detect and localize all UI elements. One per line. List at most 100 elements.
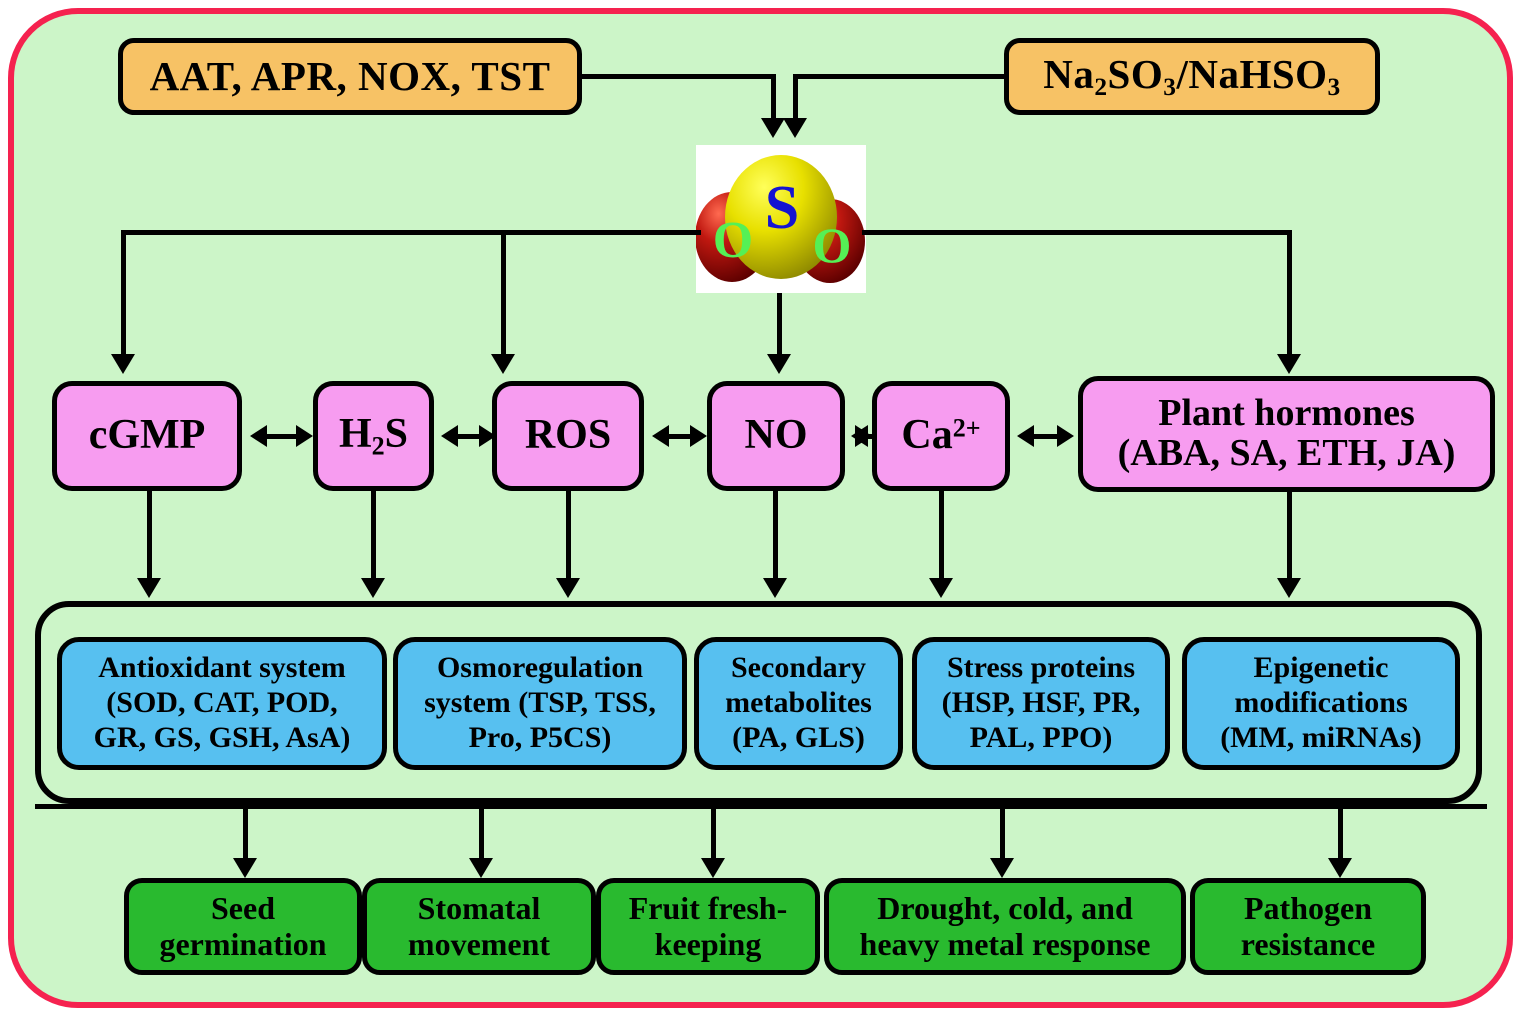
- sulfur-label: S: [765, 174, 799, 242]
- drop-so2-to-no: [777, 293, 782, 358]
- signal-box-ca: Ca2+: [872, 381, 1010, 491]
- drop-to-stress-response: [1000, 804, 1005, 862]
- osmoregulation-line-2: system (TSP, TSS,: [424, 686, 656, 720]
- arrow-to-stomatal-movement: [469, 858, 493, 878]
- source-enzymes-label: AAT, APR, NOX, TST: [149, 53, 551, 100]
- pathogen-resistance-line-1: Pathogen: [1244, 889, 1372, 926]
- stomatal-movement-line-2: movement: [407, 925, 551, 962]
- osmoregulation-line-1: Osmoregulation: [436, 651, 644, 685]
- antioxidant-line-1: Antioxidant system: [98, 651, 346, 685]
- epigenetic-line-3: (MM, miRNAs): [1220, 720, 1422, 754]
- antioxidant-line-3: GR, GS, GSH, AsA): [93, 720, 351, 754]
- drop-h2s-to-responses: [371, 491, 376, 581]
- arrow-ca-to-responses: [929, 578, 953, 598]
- outcome-box-seed-germination: Seed germination: [124, 878, 362, 975]
- arrow-hormones-to-responses: [1277, 578, 1301, 598]
- stomatal-movement-line-1: Stomatal: [417, 889, 541, 926]
- drop-ros-to-responses: [566, 491, 571, 581]
- link-ros-no: [664, 434, 694, 439]
- outcome-bus: [35, 804, 1487, 809]
- signal-no-label: NO: [744, 412, 808, 459]
- source-salts-label: Na2SO3/NaHSO3: [1043, 50, 1341, 101]
- so2-molecule-graphic: S O O: [696, 145, 866, 293]
- response-box-epigenetic: Epigenetic modifications (MM, miRNAs): [1182, 637, 1460, 770]
- arrow-to-pathogen-resistance: [1328, 858, 1352, 878]
- link-cgmp-h2s: [262, 434, 300, 439]
- arrow-no-to-responses: [763, 578, 787, 598]
- signal-ros-label: ROS: [524, 412, 612, 459]
- source-box-enzymes: AAT, APR, NOX, TST: [118, 38, 582, 115]
- arrow-so2-to-hormones: [1277, 354, 1301, 374]
- sulfur-atom: [725, 155, 837, 279]
- seed-germination-line-2: germination: [159, 925, 327, 962]
- arrow-no-ca-right: [855, 425, 872, 447]
- so2-bus-left: [121, 230, 701, 235]
- epigenetic-line-1: Epigenetic: [1253, 651, 1389, 685]
- drop-no-to-responses: [773, 491, 778, 581]
- plant-hormones-line-1: Plant hormones: [1158, 392, 1415, 435]
- response-systems-container: [35, 601, 1482, 804]
- osmoregulation-line-3: Pro, P5CS): [468, 720, 612, 754]
- outcome-box-fruit-fresh-keeping: Fruit fresh- keeping: [596, 878, 820, 975]
- seed-germination-line-1: Seed: [211, 889, 275, 926]
- so2-molecule-svg: S O O: [696, 155, 865, 283]
- drop-to-seed-germination: [243, 804, 248, 862]
- drop-so2-to-ros: [501, 230, 506, 358]
- arrow-ca-hormones-left: [1017, 425, 1034, 447]
- arrow-cgmp-h2s-left: [250, 425, 267, 447]
- arrow-enzymes-to-so2: [761, 118, 785, 138]
- drop-to-stomatal-movement: [479, 804, 484, 862]
- secondary-metabolites-line-2: metabolites: [725, 686, 872, 720]
- drop-ca-to-responses: [939, 491, 944, 581]
- antioxidant-line-2: (SOD, CAT, POD,: [106, 686, 338, 720]
- secondary-metabolites-line-1: Secondary: [731, 651, 866, 685]
- arrow-h2s-ros-right: [479, 425, 496, 447]
- arrow-ros-no-left: [652, 425, 669, 447]
- response-box-stress-proteins: Stress proteins (HSP, HSF, PR, PAL, PPO): [912, 637, 1170, 770]
- signal-box-h2s: H2S: [313, 381, 434, 491]
- signal-cgmp-label: cGMP: [88, 412, 206, 459]
- arrow-salts-to-so2: [783, 118, 807, 138]
- pathogen-resistance-line-2: resistance: [1240, 925, 1376, 962]
- link-ca-hormones: [1029, 434, 1061, 439]
- arrow-cgmp-to-responses: [137, 578, 161, 598]
- stress-proteins-line-2: (HSP, HSF, PR,: [941, 686, 1141, 720]
- drop-cgmp-to-responses: [147, 491, 152, 581]
- oxygen-label-left: O: [713, 212, 753, 269]
- connector-salts-vertical: [793, 74, 798, 122]
- outcome-box-stomatal-movement: Stomatal movement: [362, 878, 596, 975]
- drop-to-fruit-fresh-keeping: [711, 804, 716, 862]
- connector-enzymes-horizontal: [582, 74, 776, 79]
- signal-box-cgmp: cGMP: [52, 381, 242, 491]
- fruit-fresh-keeping-line-2: keeping: [654, 925, 762, 962]
- arrow-ros-to-responses: [556, 578, 580, 598]
- fruit-fresh-keeping-line-1: Fruit fresh-: [628, 889, 788, 926]
- arrow-to-stress-response: [990, 858, 1014, 878]
- response-box-osmoregulation: Osmoregulation system (TSP, TSS, Pro, P5…: [393, 637, 687, 770]
- outcome-box-stress-response: Drought, cold, and heavy metal response: [824, 878, 1186, 975]
- link-h2s-ros: [453, 434, 483, 439]
- plant-hormones-line-2: (ABA, SA, ETH, JA): [1117, 432, 1456, 474]
- oxygen-label-right: O: [813, 217, 852, 273]
- response-box-secondary-metabolites: Secondary metabolites (PA, GLS): [694, 637, 903, 770]
- epigenetic-line-2: modifications: [1234, 686, 1408, 720]
- arrow-so2-to-no: [767, 354, 791, 374]
- stress-proteins-line-3: PAL, PPO): [969, 720, 1113, 754]
- stress-response-line-1: Drought, cold, and: [877, 889, 1133, 926]
- signal-ca-label: Ca2+: [901, 412, 981, 459]
- signal-box-plant-hormones: Plant hormones (ABA, SA, ETH, JA): [1078, 376, 1495, 492]
- arrow-ros-no-right: [690, 425, 707, 447]
- stress-response-line-2: heavy metal response: [859, 925, 1151, 962]
- arrow-to-fruit-fresh-keeping: [701, 858, 725, 878]
- drop-hormones-to-responses: [1287, 492, 1292, 581]
- response-box-antioxidant: Antioxidant system (SOD, CAT, POD, GR, G…: [57, 637, 387, 770]
- signal-box-ros: ROS: [492, 381, 644, 491]
- connector-salts-horizontal: [793, 74, 1006, 79]
- outcome-box-pathogen-resistance: Pathogen resistance: [1190, 878, 1426, 975]
- arrow-to-seed-germination: [233, 858, 257, 878]
- drop-to-pathogen-resistance: [1338, 804, 1343, 862]
- arrow-ca-hormones-right: [1057, 425, 1074, 447]
- drop-so2-to-cgmp: [121, 230, 126, 358]
- signal-h2s-label: H2S: [338, 410, 409, 461]
